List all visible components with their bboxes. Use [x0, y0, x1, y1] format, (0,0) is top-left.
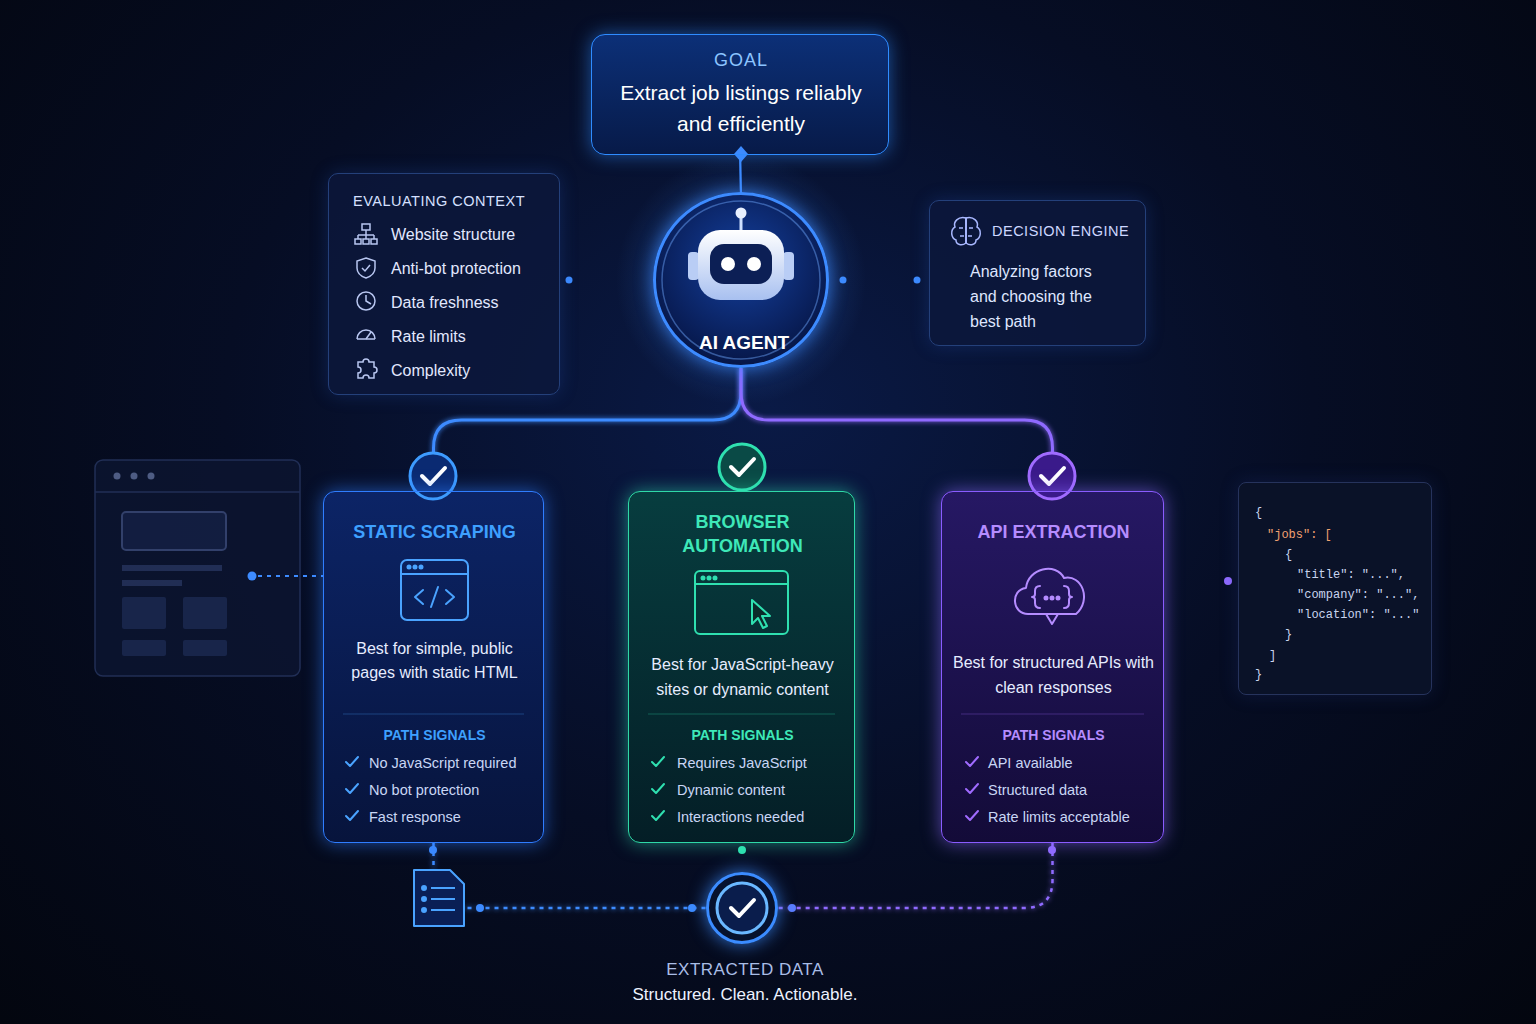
decision-panel: DECISION ENGINE Analyzing factors and cho…: [929, 200, 1146, 346]
box-text: Best for structured APIs with clean resp…: [953, 650, 1154, 700]
divider: [343, 714, 524, 715]
junction-dot: [840, 277, 847, 284]
check-mark: [966, 784, 978, 793]
list-item: No bot protection: [369, 781, 541, 799]
browser-icon: [695, 571, 788, 634]
junction-dot: [914, 277, 921, 284]
check-mark: [346, 784, 358, 793]
check-mark: [346, 757, 358, 766]
list-item: Interactions needed: [677, 808, 849, 826]
list-item: Data freshness: [391, 293, 557, 313]
box-heading: GOAL: [592, 49, 890, 72]
code-line: "location": "...": [1297, 608, 1429, 623]
box-text: Best for JavaScript-heavy sites or dynam…: [640, 652, 845, 702]
code-line: }: [1255, 668, 1429, 683]
agent-label: AI AGENT: [656, 331, 832, 355]
code-line: {: [1255, 506, 1429, 521]
list-item: Anti-bot protection: [391, 259, 557, 279]
check-mark: [652, 811, 664, 820]
connector: [778, 843, 1053, 908]
node-fill: [628, 491, 855, 843]
connector: [434, 843, 707, 908]
junction-dots: [429, 577, 1232, 912]
code-line: ]: [1269, 649, 1429, 664]
leader-line: [258, 575, 323, 577]
node-fill: [591, 34, 889, 155]
extracted-check: [717, 883, 767, 933]
section-heading: PATH SIGNALS: [942, 726, 1165, 744]
node-fill: [941, 491, 1164, 843]
list-item: API available: [988, 754, 1160, 772]
code-line: }: [1285, 628, 1429, 643]
list-item: Rate limits acceptable: [988, 808, 1160, 826]
document-icon: [414, 870, 464, 926]
list-item: Fast response: [369, 808, 541, 826]
check-mark: [652, 757, 664, 766]
list-item: Rate limits: [391, 327, 557, 347]
check-mark: [966, 757, 978, 766]
output-circle: EXTRACTED DATAStructured. Clean. Actiona…: [706, 872, 778, 944]
goal-diamond: [734, 146, 748, 162]
code-line: "company": "...",: [1297, 588, 1429, 603]
node-fill: [328, 173, 560, 395]
output-text: Structured. Clean. Actionable.: [575, 984, 915, 1005]
box-text: Best for simple, public pages with stati…: [349, 637, 520, 685]
method-box: STATIC SCRAPING Best for simple, public p…: [323, 491, 544, 843]
list-item: Website structure: [391, 225, 557, 245]
check-mark: [652, 784, 664, 793]
context-icons: [355, 224, 377, 378]
goal-box: GOAL Extract job listings reliably and ef…: [591, 34, 889, 155]
method-box: BROWSER AUTOMATION Best for JavaScript-he…: [628, 491, 855, 843]
panel-text: Analyzing factors and choosing the best …: [970, 259, 1120, 334]
node-fill: [323, 491, 544, 843]
section-heading: PATH SIGNALS: [629, 726, 856, 744]
code-line: {: [1285, 548, 1429, 563]
divider: [961, 714, 1144, 715]
node-fill: [706, 872, 778, 944]
box-heading: BROWSER AUTOMATION: [649, 510, 836, 558]
code-icon: [401, 560, 468, 620]
check-mark: [966, 811, 978, 820]
box-text: Extract job listings reliably and effici…: [611, 77, 871, 139]
cloud-api-icon: [1015, 569, 1084, 624]
box-heading: API EXTRACTION: [942, 521, 1165, 544]
junction-dot: [248, 572, 257, 581]
json-panel: { "jobs": [ { "title": "...", "company": "..…: [1238, 482, 1432, 695]
section-heading: PATH SIGNALS: [324, 726, 545, 744]
output-heading: EXTRACTED DATA: [575, 959, 915, 980]
panel-heading: EVALUATING CONTEXT: [353, 192, 557, 210]
list-item: Complexity: [391, 361, 557, 381]
list-item: Dynamic content: [677, 781, 849, 799]
agent-glow: [616, 155, 866, 405]
list-item: No JavaScript required: [369, 754, 541, 772]
list-item: Structured data: [988, 781, 1160, 799]
panel-heading: DECISION ENGINE: [992, 222, 1144, 240]
brain-icon: [952, 218, 981, 245]
node-fill: [929, 200, 1146, 346]
box-heading: STATIC SCRAPING: [324, 521, 545, 544]
list-item: Requires JavaScript: [677, 754, 849, 772]
node-fills: [323, 34, 1432, 944]
code-line: "title": "...",: [1297, 568, 1429, 583]
node-fill: [1238, 482, 1432, 695]
divider: [648, 714, 835, 715]
check-mark: [346, 811, 358, 820]
method-box: API EXTRACTION Best for structured APIs w…: [941, 491, 1164, 843]
junction-dot: [566, 277, 573, 284]
code-line: "jobs": [: [1267, 528, 1429, 543]
browser-mockup: [95, 460, 300, 676]
context-panel: EVALUATING CONTEXT Website structureAnti-…: [328, 173, 560, 395]
agent-circle: AI AGENT: [653, 192, 829, 368]
